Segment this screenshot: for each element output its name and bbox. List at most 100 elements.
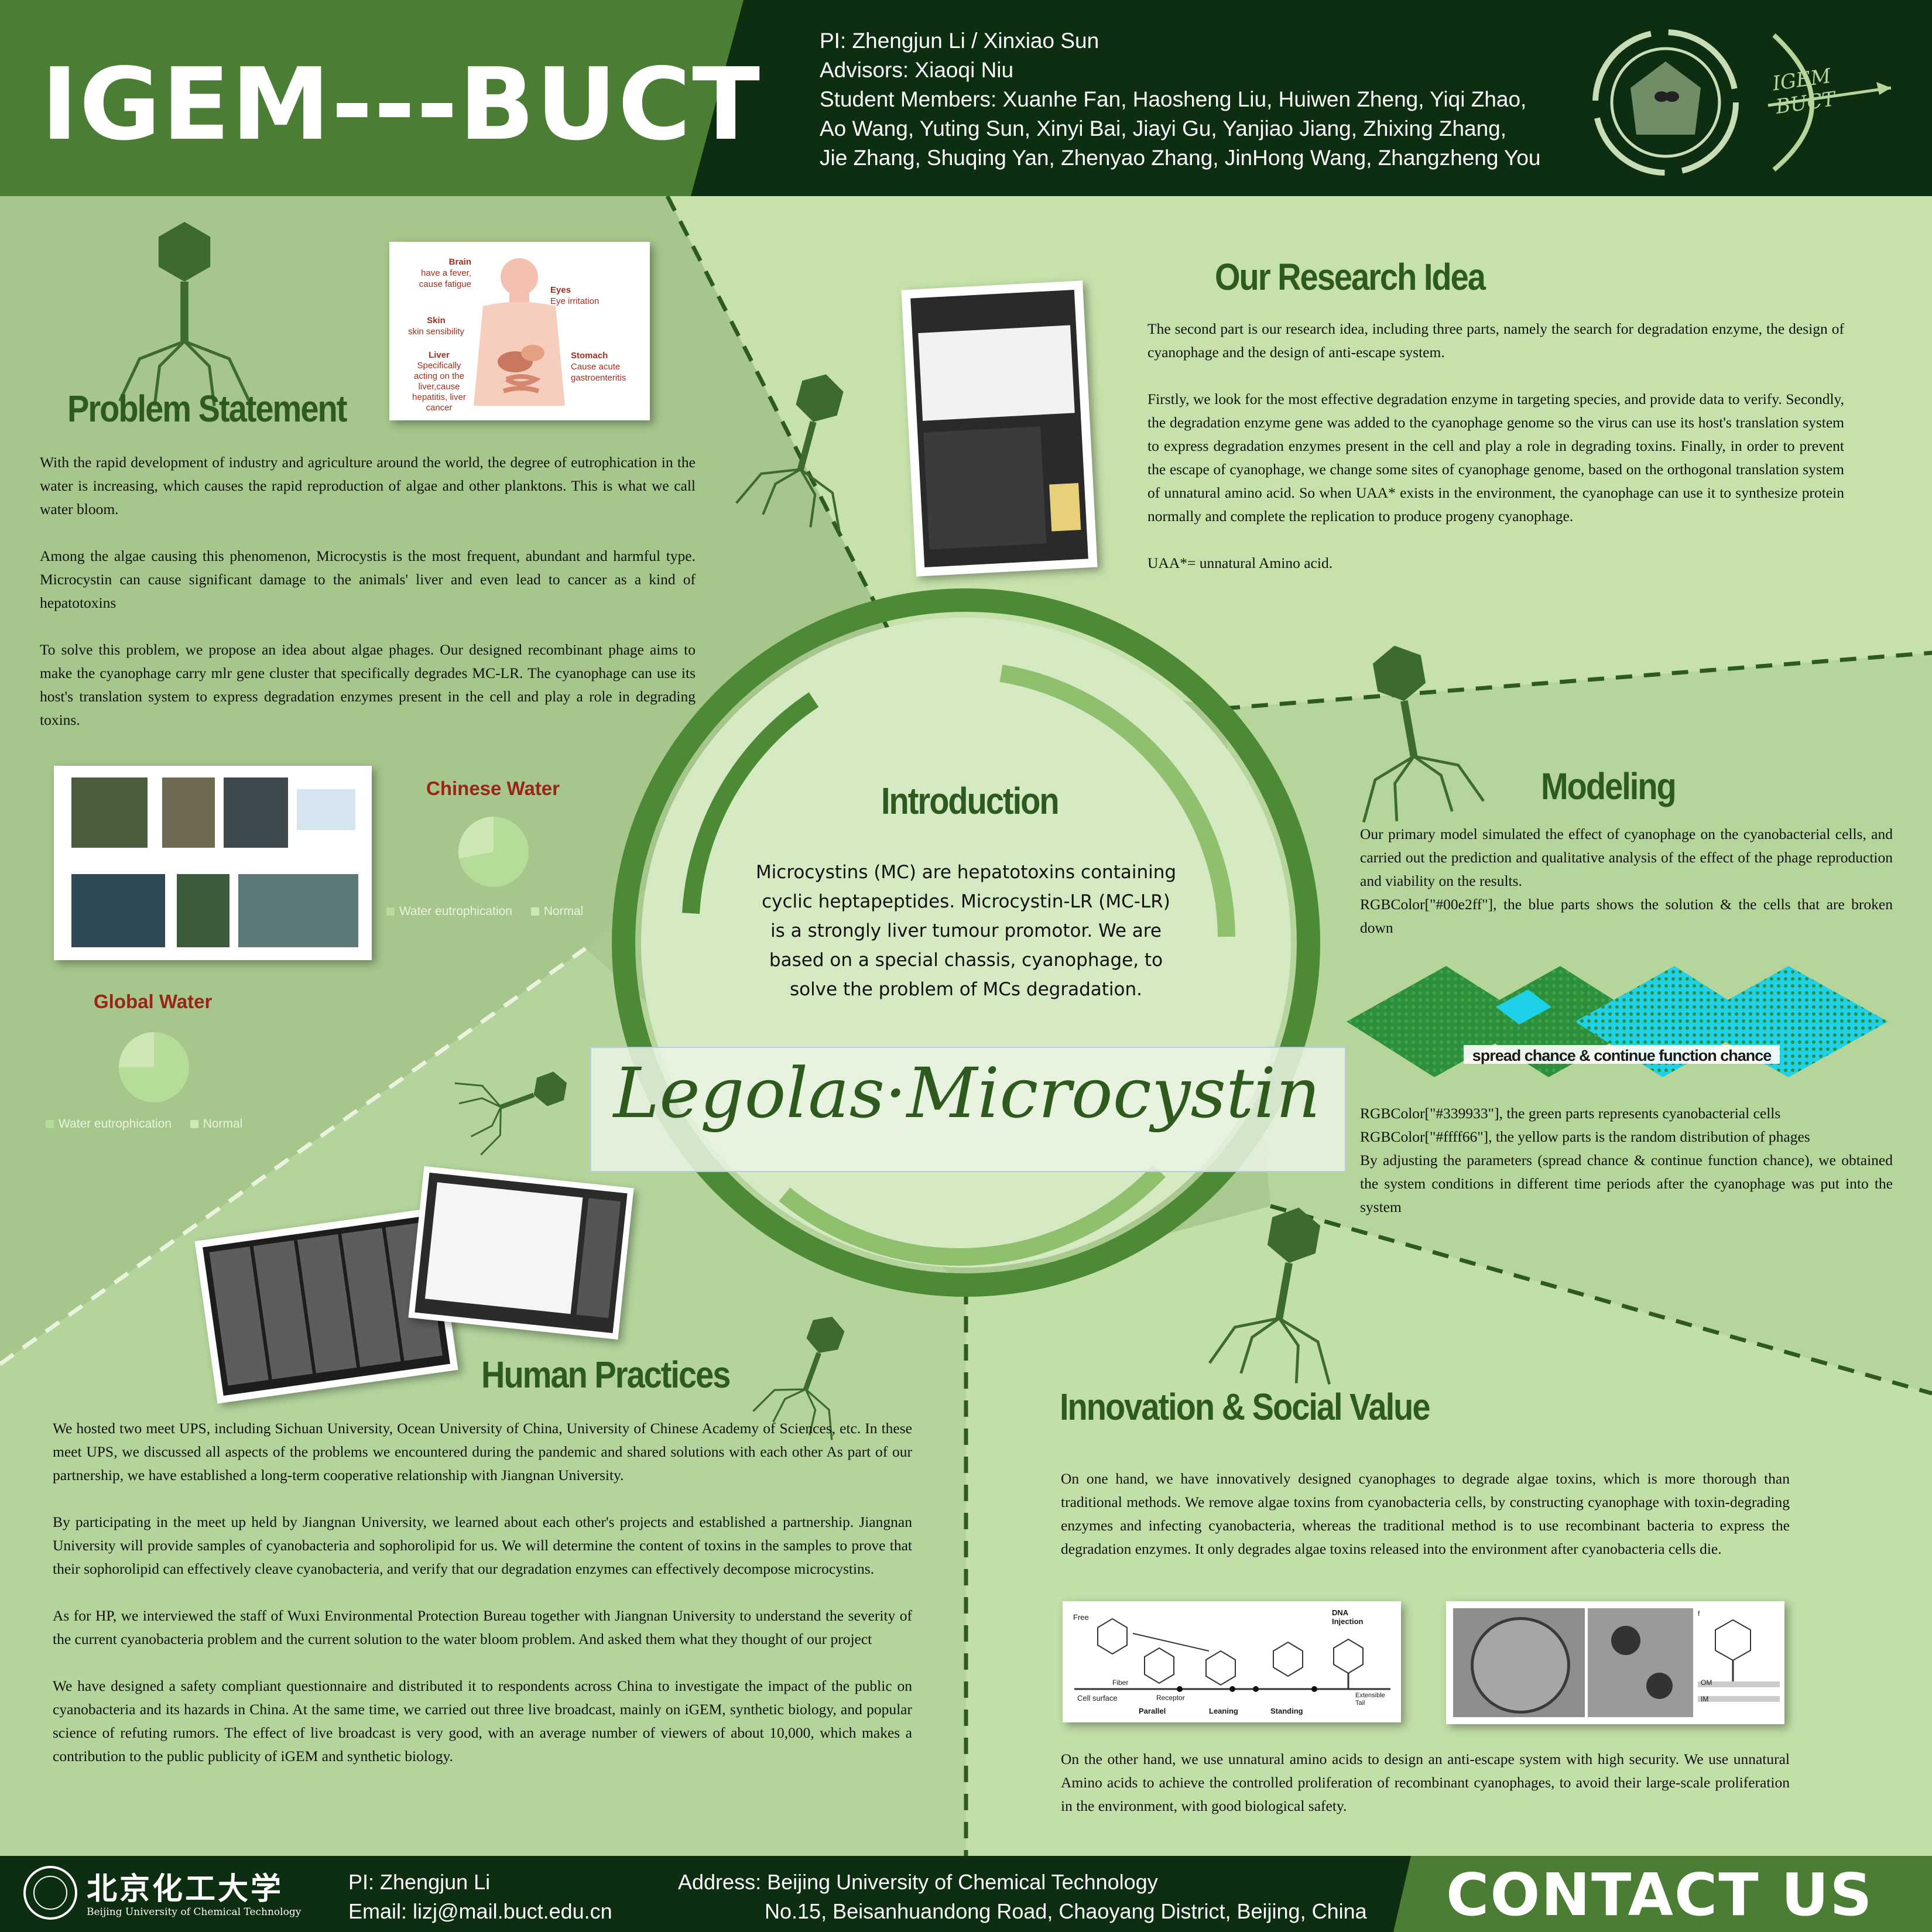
human-practices-text: We hosted two meet UPS, including Sichua… xyxy=(53,1417,912,1768)
phage-stages-drawing xyxy=(1074,1618,1390,1692)
modeling-title: Modeling xyxy=(1541,765,1677,807)
human-body-image xyxy=(474,258,565,406)
project-name: Legolas·Microcystin xyxy=(613,1053,1321,1133)
contact-us-heading: CONTACT US xyxy=(1446,1861,1873,1929)
footer-pi: PI: Zhengjun Li xyxy=(348,1870,491,1894)
university-name-en: Beijing University of Chemical Technolog… xyxy=(87,1906,302,1918)
world-map-image xyxy=(297,789,355,830)
label-om: OM xyxy=(1701,1678,1712,1687)
modeling-text-2: RGBColor["#339933"], the green parts rep… xyxy=(1360,1102,1893,1219)
satellite-image xyxy=(71,777,148,848)
problem-text: With the rapid development of industry a… xyxy=(40,451,696,732)
innovation-text-2: On the other hand, we use unnatural amin… xyxy=(1061,1751,1790,1814)
research-paragraph: UAA*= unnatural Amino acid. xyxy=(1147,554,1333,571)
label-standing: Standing xyxy=(1270,1707,1303,1715)
research-paragraph: Firstly, we look for the most effective … xyxy=(1147,390,1844,525)
phone-screen xyxy=(910,289,1088,568)
grid-label: spread chance & continue function chance xyxy=(1472,1047,1772,1064)
modeling-paragraph: RGBColor["#339933"], the green parts rep… xyxy=(1360,1105,1781,1122)
hp-paragraph: By participating in the meet up held by … xyxy=(53,1513,912,1577)
pie-slice-normal xyxy=(119,1032,154,1067)
team-logo-icon xyxy=(1592,29,1739,176)
hp-paragraph: As for HP, we interviewed the staff of W… xyxy=(53,1607,912,1647)
em-image-cell xyxy=(1453,1608,1585,1717)
team-list: PI: Zhengjun Li / Xinxiao Sun Advisors: … xyxy=(820,26,1540,173)
satellite-image xyxy=(177,874,229,947)
research-paragraph: The second part is our research idea, in… xyxy=(1147,320,1844,361)
modeling-paragraph: Our primary model simulated the effect o… xyxy=(1360,825,1893,889)
footer-address-line-1: Address: Beijing University of Chemical … xyxy=(678,1870,1158,1894)
research-title: Our Research Idea xyxy=(1215,255,1486,298)
footer-address: Address: Beijing University of Chemical … xyxy=(678,1868,1367,1926)
hp-paragraph: We hosted two meet UPS, including Sichua… xyxy=(53,1420,912,1484)
bow-logo-icon xyxy=(1767,33,1892,172)
team-line-pi: PI: Zhengjun Li / Xinxiao Sun xyxy=(820,29,1099,53)
poster-title: IGEM---BUCT xyxy=(41,47,762,163)
innovation-text-1: On one hand, we have innovatively design… xyxy=(1061,1470,1790,1557)
label-leaning: Leaning xyxy=(1209,1707,1238,1715)
footer-address-line-2: No.15, Beisanhuandong Road, Chaoyang Dis… xyxy=(765,1899,1367,1923)
problem-title: Problem Statement xyxy=(67,387,347,430)
research-text: The second part is our research idea, in… xyxy=(1147,317,1844,575)
innovation-title: Innovation & Social Value xyxy=(1060,1385,1430,1428)
label-receptor: Receptor xyxy=(1156,1694,1185,1702)
lake-satellite-collage xyxy=(54,766,372,960)
problem-paragraph: With the rapid development of industry a… xyxy=(40,454,696,518)
brain-label: Brain have a fever,cause fatigue xyxy=(419,257,471,289)
legend-normal: Normal xyxy=(543,905,584,918)
intro-text: Microcystins (MC) are hepatotoxins conta… xyxy=(755,862,1177,1000)
simulation-grids xyxy=(1347,966,1888,1077)
satellite-image xyxy=(238,874,358,947)
chinese-water-legend: Water eutrophication Normal xyxy=(386,905,583,919)
chinese-water-title: Chinese Water xyxy=(426,777,560,799)
satellite-image xyxy=(224,777,288,848)
university-seal-icon xyxy=(23,1866,77,1920)
problem-paragraph: To solve this problem, we propose an ide… xyxy=(40,641,696,728)
project-name-banner xyxy=(590,1047,1346,1172)
satellite-image xyxy=(162,777,215,848)
legend-normal: Normal xyxy=(203,1117,243,1131)
human-practices-title: Human Practices xyxy=(481,1353,731,1396)
em-image-phage xyxy=(1588,1608,1693,1717)
label-cell-surface: Cell surface xyxy=(1077,1694,1118,1703)
label-fiber: Fiber xyxy=(1112,1678,1129,1687)
pie-slice-normal xyxy=(458,817,494,859)
footer-email[interactable]: Email: lizj@mail.buct.edu.cn xyxy=(348,1899,612,1923)
hp-paragraph: We have designed a safety compliant ques… xyxy=(53,1677,912,1765)
global-water-legend: Water eutrophication Normal xyxy=(46,1117,242,1131)
legend-eutrophication: Water eutrophication xyxy=(59,1117,172,1131)
team-line-members-3: Jie Zhang, Shuqing Yan, Zhenyao Zhang, J… xyxy=(820,146,1541,170)
university-name-cn: 北京化工大学 xyxy=(87,1871,284,1907)
meetup-slides-screenshot xyxy=(408,1166,634,1340)
contact-band xyxy=(1393,1856,1932,1932)
footer-contact-info: PI: Zhengjun Li Email: lizj@mail.buct.ed… xyxy=(348,1868,612,1926)
problem-paragraph: Among the algae causing this phenomenon,… xyxy=(40,547,696,611)
bow-logo-text: IGEM BUCT xyxy=(1771,64,1837,119)
team-line-advisors: Advisors: Xiaoqi Niu xyxy=(820,58,1014,82)
modeling-paragraph: By adjusting the parameters (spread chan… xyxy=(1360,1152,1893,1215)
modeling-paragraph: RGBColor["#00e2ff"], the blue parts show… xyxy=(1360,896,1893,936)
label-im: IM xyxy=(1701,1695,1709,1703)
team-line-members-2: Ao Wang, Yuting Sun, Xinyi Bai, Jiayi Gu… xyxy=(820,117,1507,141)
intro-title: Introduction xyxy=(881,779,1060,822)
modeling-text-1: Our primary model simulated the effect o… xyxy=(1360,823,1893,940)
label-parallel: Parallel xyxy=(1139,1707,1166,1715)
label-f: f xyxy=(1698,1609,1700,1618)
global-water-pie xyxy=(119,1032,189,1102)
chinese-water-pie xyxy=(458,817,529,887)
microscopy-figure: OM IM f xyxy=(1446,1601,1784,1724)
global-water-title: Global Water xyxy=(94,991,213,1012)
team-line-members-1: Student Members: Xuanhe Fan, Haosheng Li… xyxy=(820,87,1527,111)
livestream-phone-screenshot xyxy=(901,280,1098,577)
header-title-band xyxy=(0,0,744,196)
satellite-image xyxy=(71,874,165,947)
legend-eutrophication: Water eutrophication xyxy=(399,905,512,918)
